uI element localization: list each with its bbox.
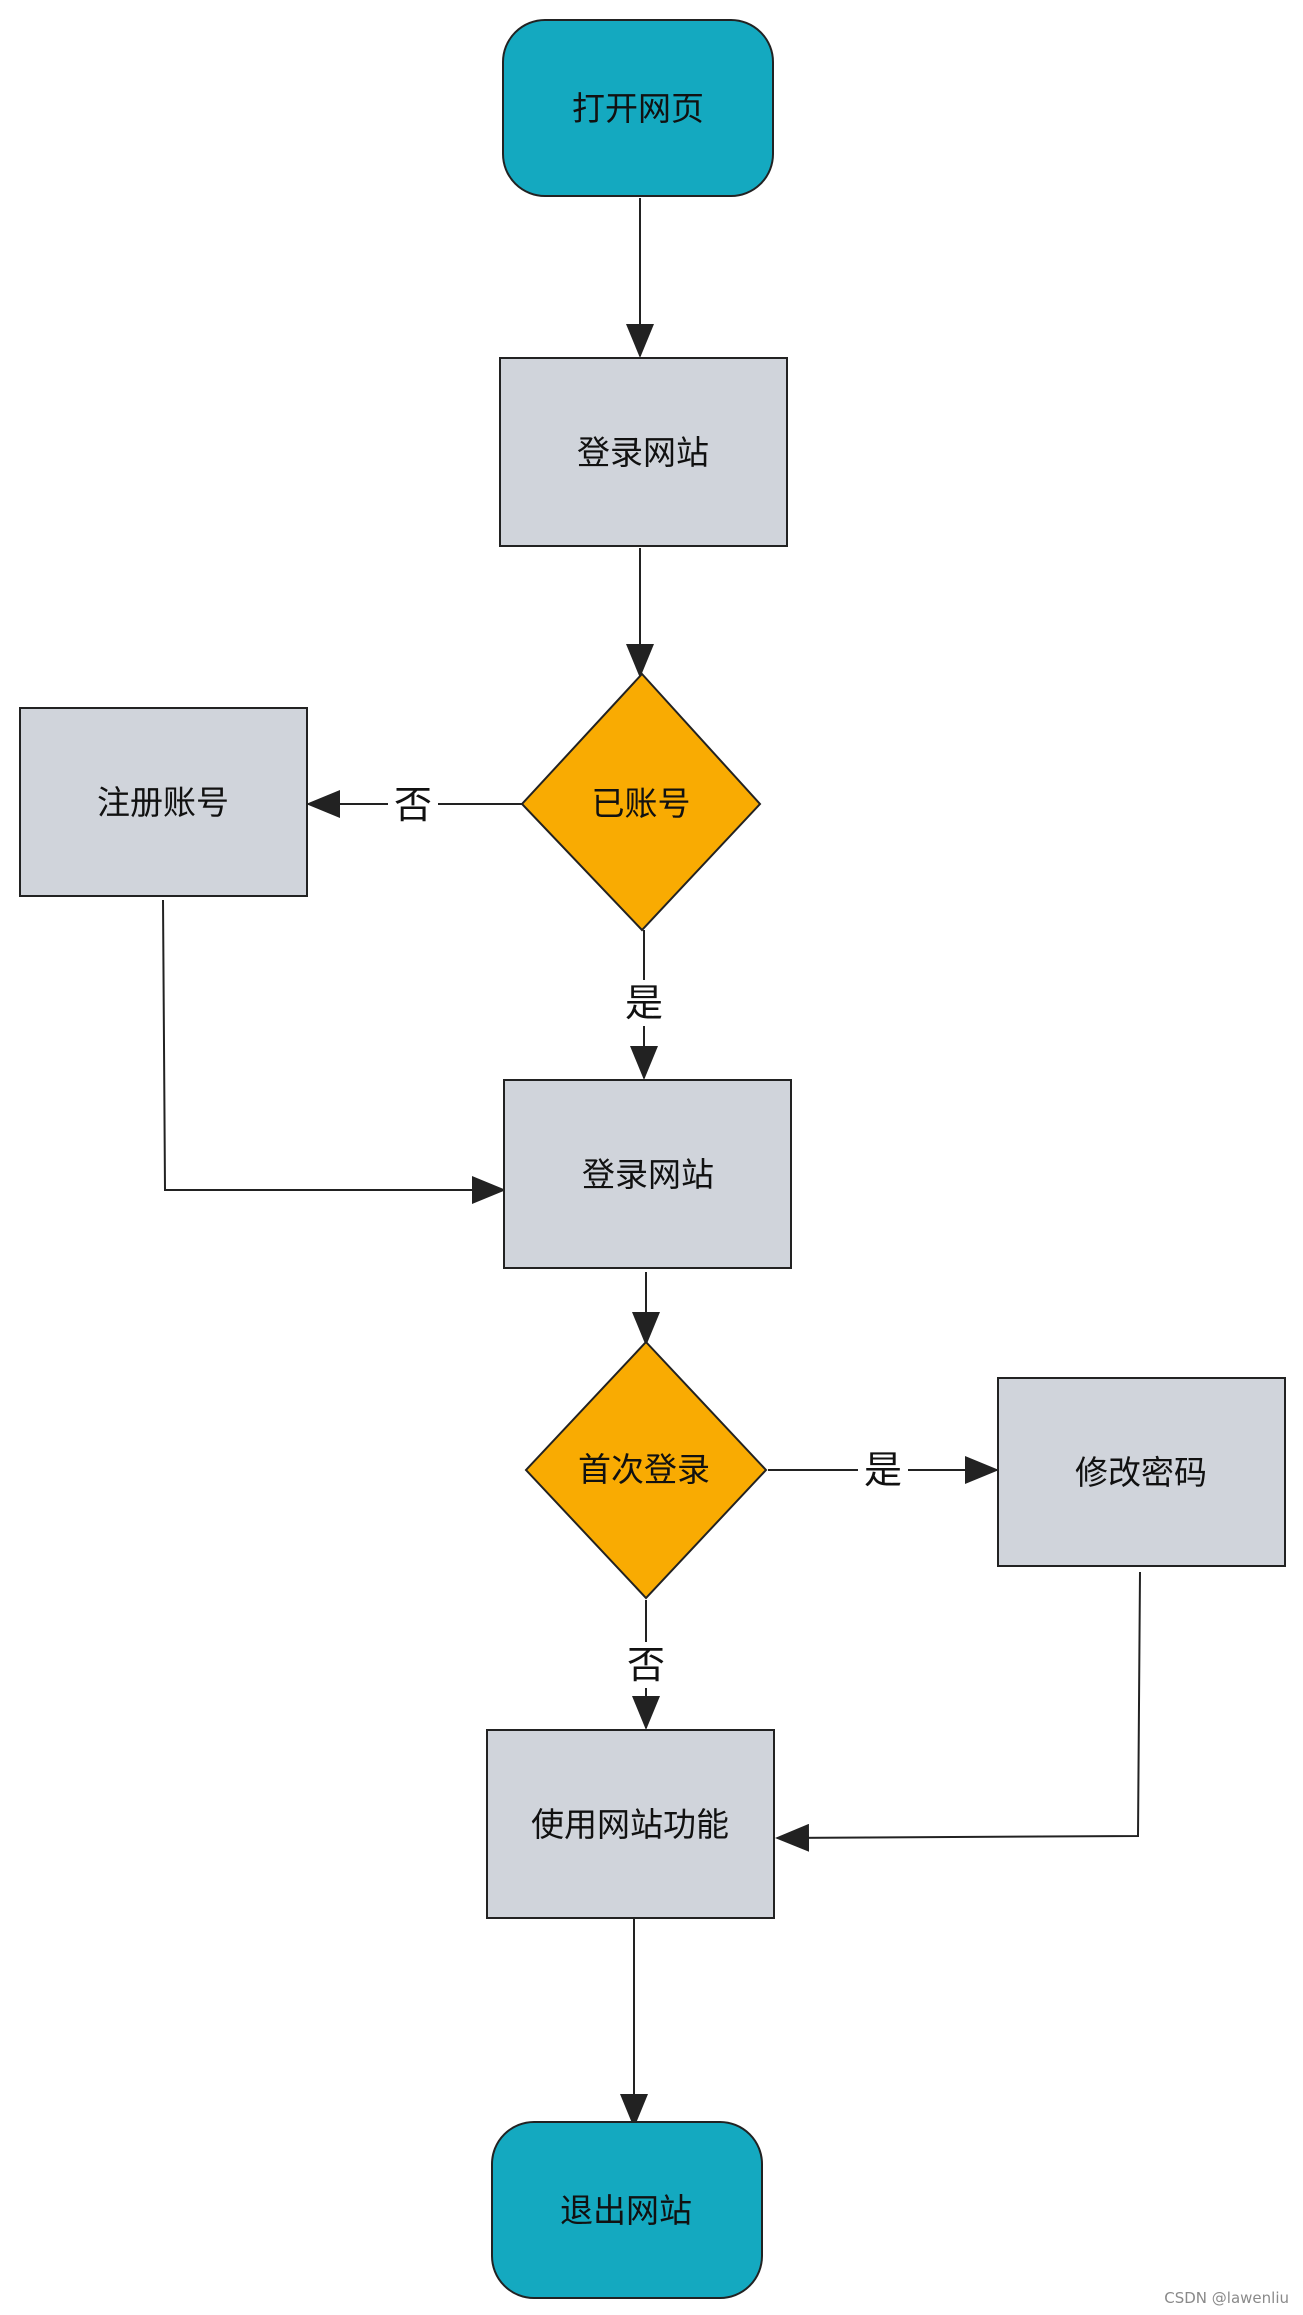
process-shape [997, 1377, 1286, 1567]
edges: 否 是 是 否 [162, 198, 1141, 2128]
node-login-1: 登录网站 [499, 357, 788, 547]
node-change-password: 修改密码 [997, 1377, 1286, 1567]
node-use-features: 使用网站功能 [486, 1729, 775, 1919]
edge-label-bg [388, 782, 438, 828]
node-has-account: 已账号 [520, 672, 762, 932]
process-shape [19, 707, 308, 897]
node-label: 打开网页 [572, 89, 704, 128]
edge-label-bg [620, 980, 670, 1026]
terminal-shape [502, 19, 774, 197]
node-label: 修改密码 [1075, 1453, 1207, 1492]
edge-label-first-yes: 是 [864, 1448, 902, 1492]
edge-label-account-yes: 是 [625, 981, 663, 1025]
process-shape [503, 1079, 792, 1269]
decision-shape [524, 1340, 768, 1600]
edge-change-to-use [775, 1571, 1141, 1852]
node-login-2: 登录网站 [503, 1079, 792, 1269]
process-shape [486, 1729, 775, 1919]
node-label: 登录网站 [582, 1155, 714, 1194]
edge-label-bg [858, 1446, 908, 1492]
node-first-login: 首次登录 [524, 1340, 768, 1600]
node-label: 注册账号 [97, 783, 229, 822]
terminal-shape [491, 2121, 763, 2299]
watermark: CSDN @lawenliu [1164, 2289, 1289, 2307]
node-label: 已账号 [592, 784, 691, 823]
decision-shape [520, 672, 762, 932]
node-register: 注册账号 [19, 707, 308, 897]
node-exit-site: 退出网站 [491, 2121, 763, 2299]
node-open-page: 打开网页 [502, 19, 774, 197]
process-shape [499, 357, 788, 547]
node-label: 退出网站 [560, 2191, 692, 2230]
node-label: 使用网站功能 [531, 1805, 729, 1844]
edge-label-account-no: 否 [394, 783, 432, 827]
node-label: 登录网站 [577, 433, 709, 472]
nodes: 打开网页 登录网站 已账号 注册账号 登录网站 首次登录 修改密码 [19, 19, 1286, 2299]
edge-register-to-login2 [162, 899, 506, 1204]
edge-label-bg [622, 1642, 672, 1688]
node-label: 首次登录 [578, 1450, 710, 1489]
edge-label-first-no: 否 [627, 1643, 665, 1687]
